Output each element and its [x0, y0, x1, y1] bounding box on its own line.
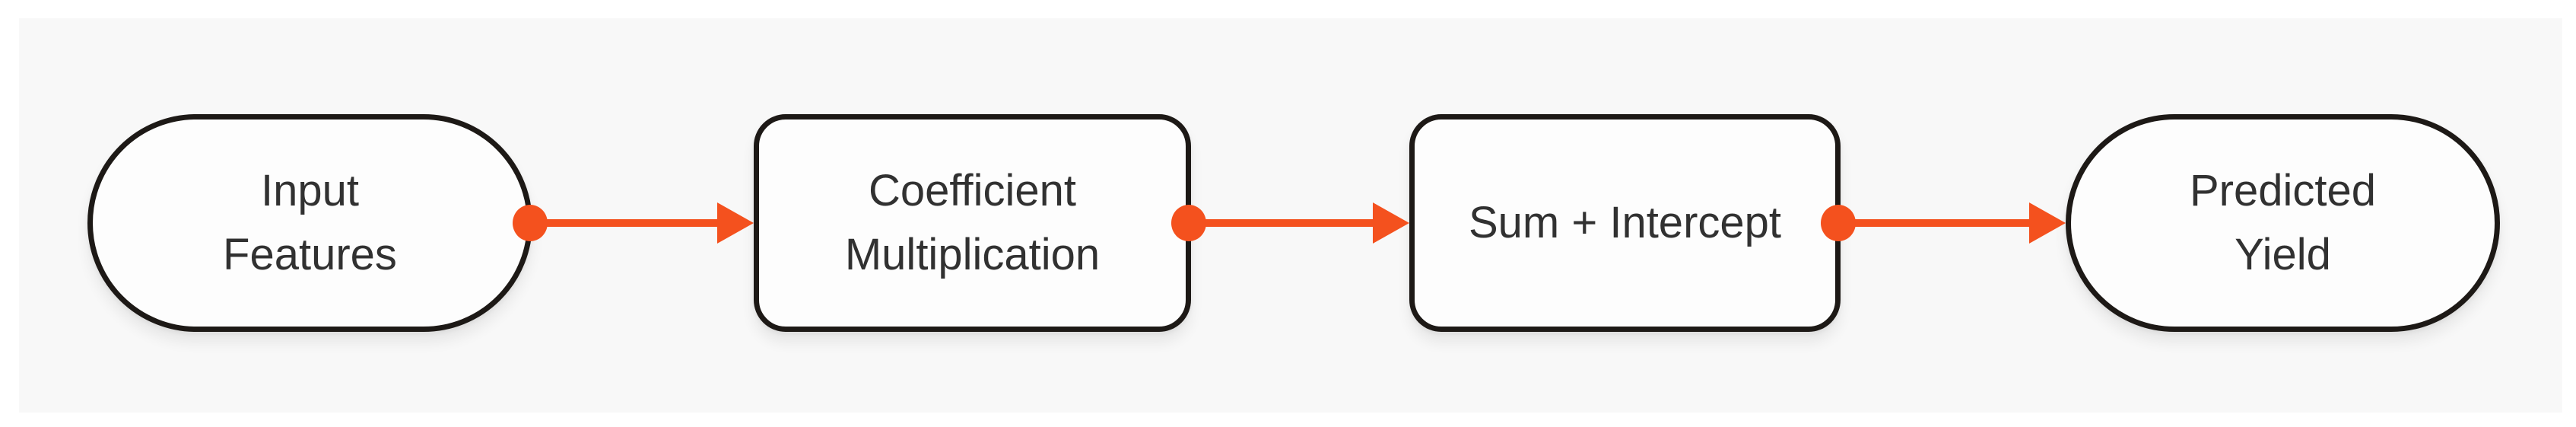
edge-sum-to-predicted — [1821, 114, 2066, 332]
edge-line — [1841, 219, 2035, 227]
arrowhead-icon — [717, 202, 754, 244]
node-label-line: Yield — [2235, 230, 2331, 279]
edge-source-dot — [1171, 205, 1206, 241]
node-predicted-yield: Predicted Yield — [2066, 114, 2500, 332]
node-label-line: Predicted — [2189, 165, 2377, 215]
arrowhead-icon — [1373, 202, 1409, 244]
edge-coefficient-to-sum — [1171, 114, 1409, 332]
flowchart: Input Features Coefficient Multiplicatio… — [19, 18, 2562, 413]
edge-input-to-coefficient — [513, 114, 754, 332]
node-label-line: Input — [261, 165, 359, 215]
node-input-features: Input Features — [87, 114, 532, 332]
node-label-line: Coefficient — [869, 165, 1076, 215]
diagram-background-panel: Input Features Coefficient Multiplicatio… — [19, 18, 2562, 413]
arrowhead-icon — [2029, 202, 2066, 244]
edge-line — [532, 219, 723, 227]
node-coefficient-multiplication: Coefficient Multiplication — [754, 114, 1191, 332]
edge-source-dot — [513, 205, 548, 241]
node-label-line: Sum + Intercept — [1468, 197, 1782, 247]
edge-source-dot — [1821, 205, 1856, 241]
node-sum-intercept: Sum + Intercept — [1409, 114, 1841, 332]
node-label-line: Features — [223, 230, 397, 279]
node-label-line: Multiplication — [844, 230, 1101, 279]
edge-line — [1191, 219, 1379, 227]
